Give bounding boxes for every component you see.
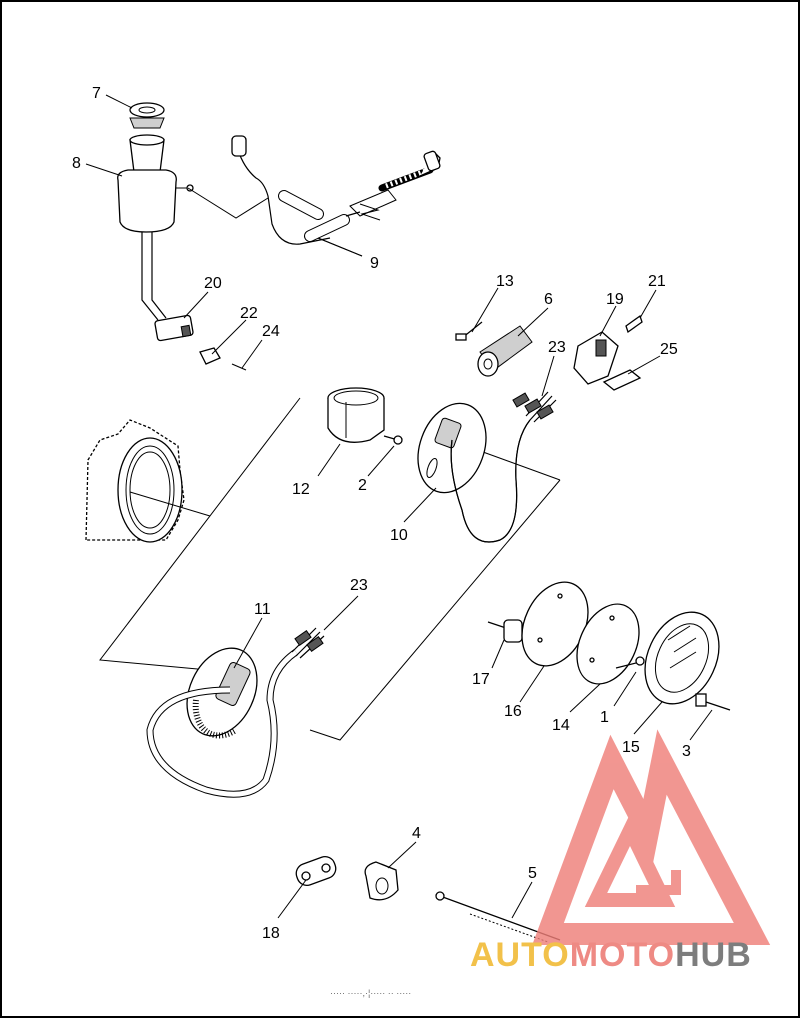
callout-14: 14	[552, 717, 570, 734]
watermark-brand-text: AUTOMOTOHUB	[470, 936, 752, 974]
callout-10: 10	[390, 527, 408, 544]
callout-3: 3	[682, 743, 691, 760]
callout-19: 19	[606, 291, 624, 308]
callout-6: 6	[544, 291, 553, 308]
sensor-plate-upper	[417, 391, 557, 543]
engine-case-cutaway	[85, 419, 211, 543]
ignition-coil-assembly	[117, 102, 247, 371]
watermark-moto: MOTO	[570, 936, 675, 974]
callout-15: 15	[622, 739, 640, 756]
sensor-plate-lower	[146, 627, 325, 798]
watermark-auto: AUTO	[470, 936, 570, 974]
callout-18: 18	[262, 925, 280, 942]
callout-12: 12	[292, 481, 310, 498]
callout-25: 25	[660, 341, 678, 358]
callout-24: 24	[262, 323, 280, 340]
callout-23-upper: 23	[548, 339, 566, 356]
callout-8: 8	[72, 155, 81, 172]
watermark-hub: HUB	[675, 936, 752, 974]
callout-1: 1	[600, 709, 609, 726]
leader-lines	[85, 94, 713, 919]
small-parts-upper	[455, 314, 643, 391]
callout-22: 22	[240, 305, 258, 322]
callout-5: 5	[528, 865, 537, 882]
rotor-cup	[327, 387, 385, 443]
footer-caption: ····· ·····,·¦····· ·· ·····	[330, 988, 411, 998]
callout-9: 9	[370, 255, 379, 272]
automotohub-watermark-logo	[532, 729, 771, 945]
callout-11: 11	[254, 601, 271, 618]
callout-labels: 7 8 9 20 22 24 13 6 19 21 23 25 12 2 10 …	[72, 85, 691, 942]
callout-23-lower: 23	[350, 577, 368, 594]
callout-21: 21	[648, 273, 666, 290]
callout-2: 2	[358, 477, 367, 494]
callout-16: 16	[504, 703, 522, 720]
callout-7: 7	[92, 85, 101, 102]
callout-17: 17	[472, 671, 490, 688]
callout-4: 4	[412, 825, 421, 842]
callout-13: 13	[496, 273, 514, 290]
small-parts-lower	[295, 855, 561, 943]
callout-20: 20	[204, 275, 222, 292]
spark-plug-wires	[187, 135, 441, 257]
timer-cover-assembly	[487, 581, 731, 711]
screw	[383, 435, 403, 445]
